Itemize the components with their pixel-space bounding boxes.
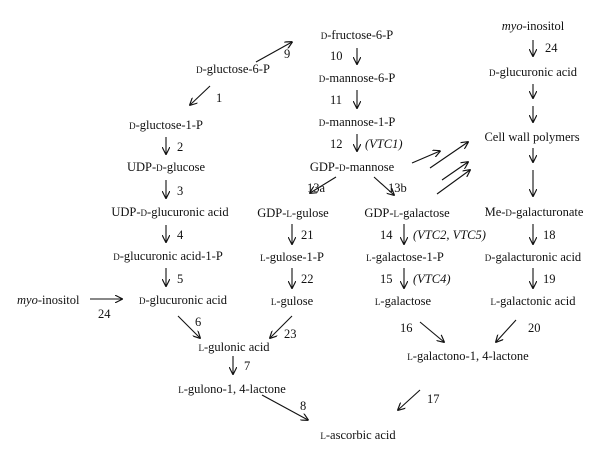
step-24-right-label: 24 (545, 41, 558, 55)
step-23-label: 23 (284, 327, 297, 341)
step-12-label: 12 (330, 137, 343, 151)
compound-d-mannose-6-p: d-mannose-6-P (318, 71, 396, 85)
arrow-gdpmannose-cellwall-2 (429, 142, 468, 169)
step-24-left-label: 24 (98, 307, 111, 321)
step-11-label: 11 (330, 93, 343, 107)
arrow-step-20 (496, 319, 517, 342)
compound-gdp-d-mannose: GDP-d-mannose (309, 160, 395, 174)
compound-gdp-l-gulose: GDP-l-gulose (257, 206, 329, 220)
compound-d-fructose-6-p: d-fructose-6-P (320, 28, 394, 42)
step-1-label: 1 (216, 91, 223, 105)
compound-l-galactono-lactone: l-galactono-1, 4-lactone (407, 349, 529, 363)
compound-gdp-l-galactose: GDP-l-galactose (364, 206, 450, 220)
arrow-step-9 (255, 42, 292, 63)
step-2-label: 2 (177, 140, 184, 154)
compound-l-gulono-lactone: l-gulono-1, 4-lactone (178, 382, 286, 396)
arrow-galactose-cellwall-1 (436, 170, 470, 195)
step-18-label: 18 (543, 228, 556, 242)
step-6-label: 6 (195, 315, 202, 329)
arrow-gdpmannose-cellwall-1 (411, 151, 440, 164)
compound-l-galactose-1-p: l-galactose-1-P (366, 250, 444, 264)
step-15-label: 15 (380, 272, 393, 286)
compound-d-glucuronic-acid-right: d-glucuronic acid (488, 65, 578, 79)
arrow-step-23 (270, 315, 293, 338)
step-14-label: 14 (380, 228, 393, 242)
compound-l-gulose-1-p: l-gulose-1-P (260, 250, 324, 264)
compound-myo-inositol-left: myo-inositol (17, 293, 80, 307)
arrow-step-17 (398, 389, 421, 410)
arrow-step-8 (261, 394, 308, 420)
step-16-label: 16 (400, 321, 413, 335)
compound-l-galactose: l-galactose (374, 294, 432, 308)
compound-d-glucose-6-p: d-gluctose-6-P (196, 62, 270, 76)
step-20-label: 20 (528, 321, 541, 335)
arrow-step-6 (177, 315, 200, 338)
compound-d-glucuronic-acid-1-p: d-glucuronic acid-1-P (113, 249, 223, 263)
gene-vtc4-label: (VTC4) (413, 272, 451, 286)
compound-d-glucose-1-p: d-gluctose-1-P (129, 118, 203, 132)
compound-udp-d-glucose: UDP-d-glucose (126, 160, 206, 174)
gene-vtc2-vtc5-label: (VTC2, VTC5) (413, 228, 486, 242)
compound-d-glucuronic-acid-left: d-glucuronic acid (138, 293, 228, 307)
compound-me-d-galacturonate: Me-d-galacturonate (484, 205, 584, 219)
step-19-label: 19 (543, 272, 556, 286)
compound-l-gulonic-acid: l-gulonic acid (198, 340, 270, 354)
compound-l-gulose: l-gulose (270, 294, 314, 308)
compound-d-mannose-1-p: d-mannose-1-P (318, 115, 396, 129)
gene-vtc1-label: (VTC1) (365, 137, 403, 151)
step-17-label: 17 (427, 392, 440, 406)
step-5-label: 5 (177, 272, 184, 286)
arrow-step-1 (190, 85, 211, 105)
compound-d-galacturonic-acid: d-galacturonic acid (484, 250, 582, 264)
step-8-label: 8 (300, 399, 307, 413)
compound-udp-d-glucuronic-acid: UDP-d-glucuronic acid (111, 205, 229, 219)
arrow-galactose-cellwall-2 (441, 162, 468, 181)
step-7-label: 7 (244, 359, 251, 373)
step-13b-label: 13b (388, 181, 407, 195)
step-13a-label: 13a (307, 181, 326, 195)
arrow-step-16 (419, 321, 444, 342)
step-4-label: 4 (177, 228, 184, 242)
arrow-step-13b (373, 176, 394, 195)
compound-l-galactonic-acid: l-galactonic acid (490, 294, 576, 308)
step-9-label: 9 (284, 47, 291, 61)
step-21-label: 21 (301, 228, 314, 242)
compound-l-ascorbic-acid: l-ascorbic acid (320, 428, 396, 442)
arrow-step-13a (310, 176, 337, 193)
step-22-label: 22 (301, 272, 314, 286)
compound-myo-inositol-right: myo-inositol (501, 19, 565, 33)
compound-cell-wall-polymers: Cell wall polymers (484, 130, 580, 144)
step-10-label: 10 (330, 49, 343, 63)
step-3-label: 3 (177, 184, 184, 198)
